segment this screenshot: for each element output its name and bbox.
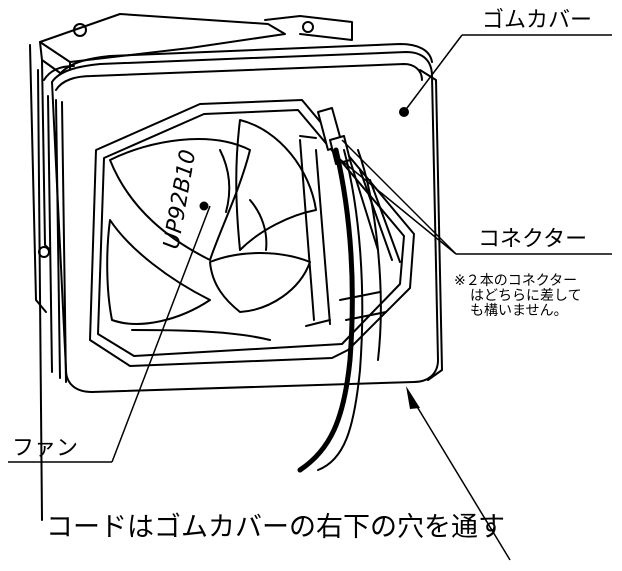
fan-leader-dot [199, 201, 209, 211]
fan-leader [111, 205, 211, 463]
cord-hole-arrow-shaft [409, 394, 511, 561]
connector-label: コネクター [478, 227, 588, 252]
fan-blades [106, 119, 331, 341]
rubber-cover-label: ゴムカバー [482, 8, 593, 33]
connector-note-line1: ※２本のコネクター [454, 273, 578, 289]
cord-hole-arrowhead [406, 386, 420, 409]
connector-leader-2 [335, 155, 457, 255]
connector-and-cord [297, 107, 401, 473]
connector-leader-1 [341, 139, 457, 255]
leader-lines [8, 34, 612, 561]
caption: コードはゴムカバーの右下の穴を通す [46, 512, 505, 543]
connector-note-line2: はどちらに差して [470, 288, 582, 304]
fan-label: ファン [12, 436, 79, 461]
rubber-cover-leader [403, 34, 463, 113]
rear-housing [29, 13, 353, 521]
connector-note-line3: も構いません。 [470, 303, 568, 319]
